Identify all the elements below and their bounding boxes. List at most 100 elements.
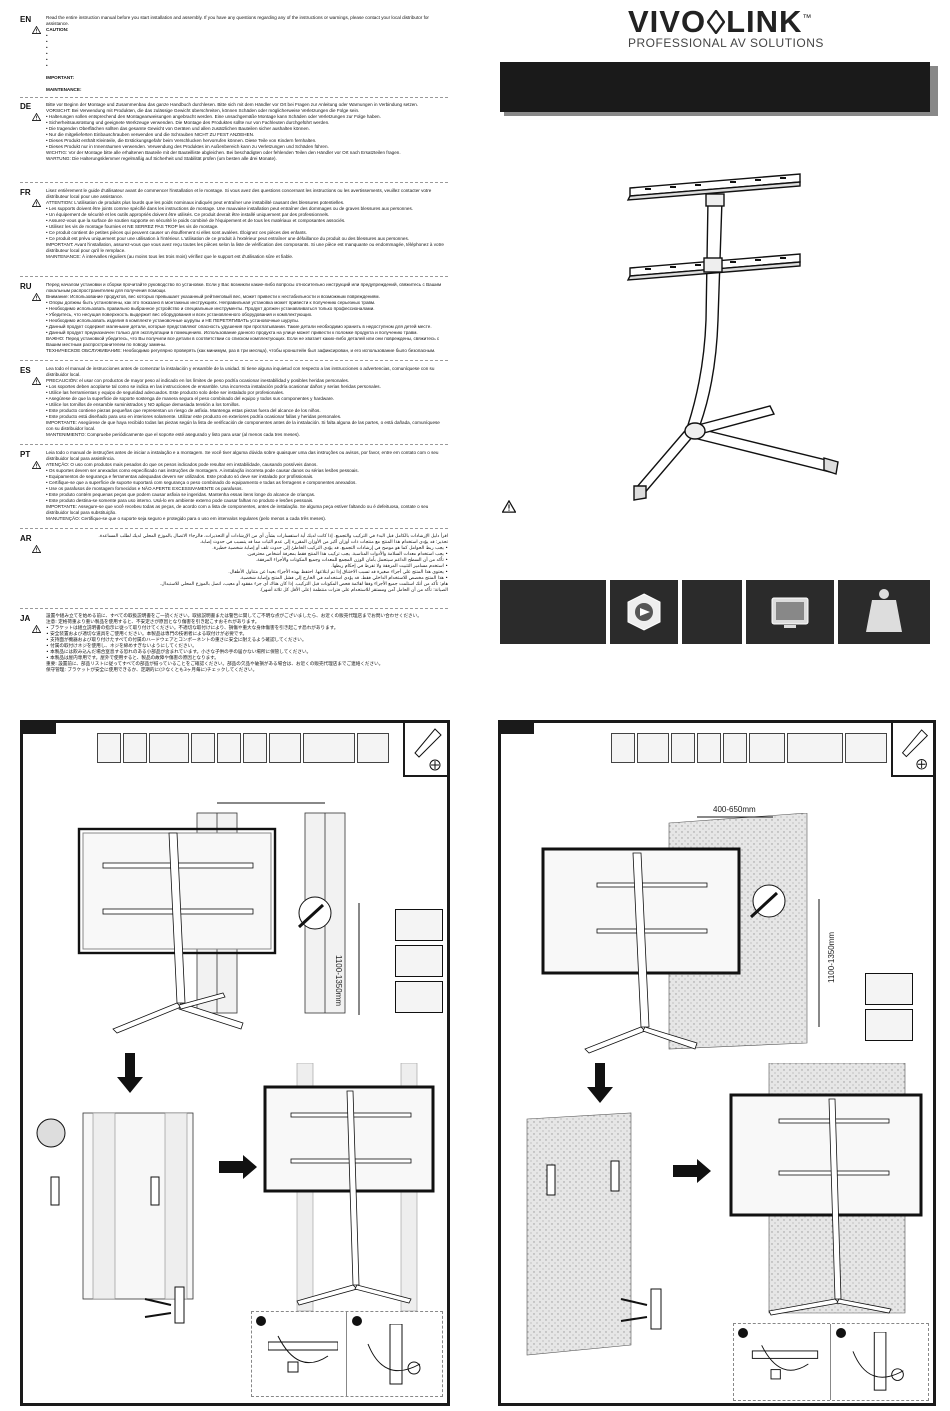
title-banner — [500, 62, 930, 112]
bullet: • — [46, 51, 48, 56]
warning-icon — [32, 377, 41, 385]
icon-panel-weight — [838, 580, 930, 644]
bullet: • — [46, 39, 48, 44]
bullet: • Este produto contém pequenas peças que… — [46, 492, 316, 497]
warning-icon — [502, 500, 516, 513]
caution-text: Внимание: Использование продуктов, вес к… — [46, 294, 380, 299]
bullet: • Опоры должны быть установлены, как это… — [46, 300, 376, 305]
lang-text: Leia todo o manual de instruções antes d… — [46, 450, 448, 522]
bullet: • 付属の取付けネジを使用し、ネジを締めすぎないようにしてください。 — [46, 644, 197, 649]
right-arrow-icon — [219, 1155, 257, 1179]
concrete-wall-installation-diagram — [541, 813, 820, 1054]
caution-text: PRECAUCIÓN: el usar con productos de may… — [46, 378, 350, 383]
detail-drill-hole — [865, 1009, 913, 1041]
maintenance-text: MANUTENÇÃO: Certifique-se que o suporte … — [46, 516, 327, 521]
intro-text: Lisez entièrement le guide d'utilisateur… — [46, 188, 432, 199]
down-arrow-icon — [587, 1063, 613, 1103]
bullet: • Certifique-se que a superfície de supo… — [46, 480, 357, 485]
trademark: ™ — [802, 12, 813, 23]
bullet: • 本製品には飲み込んだ場合窒息する恐れのある小部品が含まれています。小さな子供… — [46, 650, 312, 655]
screwdriver-box — [891, 723, 935, 777]
lang-code: AR — [20, 534, 32, 543]
completed-installation-diagram — [729, 1063, 923, 1316]
lang-block-en: EN Read the entire instruction manual be… — [20, 15, 448, 95]
concrete-wall-icon — [787, 733, 843, 763]
important-text: 重要: 設置前に、部品リストに従ってすべての部品が揃っていることをご確認ください… — [46, 662, 384, 667]
bullet: • Sicherheitsausrüstung und geeignete We… — [46, 120, 330, 125]
clip-cable-diagram — [268, 1335, 338, 1373]
maintenance-text: WARTUNG: Die Halterungsklemmer regelmäßi… — [46, 156, 277, 161]
bullet: • — [46, 57, 48, 62]
lang-code: FR — [20, 188, 31, 197]
width-dimension: 400-650mm — [713, 805, 756, 814]
caution-text: تحذير: قد يؤدي استخدام هذا المنتج مع منت… — [199, 540, 448, 545]
caution-text: ATENÇÃO: O uso com produtos mais pesados… — [46, 462, 318, 467]
icon-panel-label — [500, 580, 606, 644]
bullet: • Use os parafusos de montagem fornecido… — [46, 486, 243, 491]
warning-icon — [32, 625, 41, 633]
tv-stand-illustration — [626, 173, 839, 501]
brand-name-right: LINK — [726, 4, 803, 39]
anchor-mounting-diagram — [526, 1112, 662, 1356]
lang-text: اقرأ دليل الإرشادات بالكامل قبل البدء في… — [46, 534, 448, 594]
divider — [20, 444, 448, 445]
panel-tab — [20, 720, 56, 734]
important-text: WICHTIG: Vor der Montage bitte alle erha… — [46, 150, 401, 155]
height-dimension: 1100-1350mm — [334, 955, 343, 1006]
lang-code: RU — [20, 282, 32, 291]
wall-icon — [123, 733, 147, 763]
stud-wall-installation-diagram — [77, 802, 360, 1034]
important-text: IMPORTANTE: Asegúrese de que haya recibi… — [46, 420, 440, 431]
stud-finder-icon — [149, 733, 189, 763]
important-text: ВАЖНО: Перед установкой убедитесь, что В… — [46, 336, 440, 347]
bullet: • Assurez-vous que la surface de soutien… — [46, 218, 346, 223]
icon-panel-tv — [746, 580, 834, 644]
drill-icon — [269, 733, 301, 763]
screwdriver-box — [403, 723, 449, 777]
lang-code: ES — [20, 366, 31, 375]
bullet: • Equipamentos de segurança e ferramenta… — [46, 474, 314, 479]
bullet: • 本製品は屋内専用です。屋外で使用すると、製品の故障や傷害の原因となります。 — [46, 656, 219, 661]
bullet: • — [46, 33, 48, 38]
maintenance-text: MAINTENANCE: À intervalles réguliers (au… — [46, 254, 294, 259]
lang-text: Lisez entièrement le guide d'utilisateur… — [46, 188, 448, 260]
divider — [20, 276, 448, 277]
maintenance-text: الصيانة: تأكد من أن الحامل آمن ومستقر لل… — [259, 588, 448, 593]
hardware-icon — [97, 733, 121, 763]
caution-text: 注意: 定格荷重より重い製品を使用すると、不安定さが原因となり傷害を引き起こすお… — [46, 620, 260, 625]
bullet: • Необходимо использовать изделия в комп… — [46, 318, 300, 323]
bolt-detail-diagram — [144, 1286, 185, 1324]
lang-code: DE — [20, 102, 32, 111]
bracket-mounting-diagram — [36, 1112, 194, 1300]
icon-panel-empty — [682, 580, 742, 644]
step-marker — [738, 1328, 748, 1338]
bullet: • Os suportes devem ser anexados como es… — [46, 468, 359, 473]
detail-steps-box — [733, 1323, 929, 1401]
bullet: • استخدم مسامير التثبيت المرفقة ولا تفرط… — [331, 564, 448, 569]
bullet: • Nur die mitgelieferten Einbauschrauben… — [46, 132, 255, 137]
bullet: • Utilice las herramientas y equipo de s… — [46, 390, 285, 395]
clip-cable-diagram — [751, 1345, 819, 1380]
intro-text: اقرأ دليل الإرشادات بالكامل قبل البدء في… — [98, 534, 448, 539]
warning-icon — [32, 461, 41, 469]
detail-mark-hole — [395, 945, 443, 977]
intro-text: Lea todo el manual de instrucciones ante… — [46, 366, 435, 377]
important-text: هام: تأكد من أنك استلمت جميع الأجزاء وفق… — [159, 582, 448, 587]
right-arrow-icon — [673, 1159, 711, 1183]
wall-icon — [611, 733, 635, 763]
maintenance-heading: MAINTENANCE: — [46, 87, 82, 92]
bullet: • 支持面が機器および取り付けたすべての付属のハードウェアとコンポーネントの重さ… — [46, 638, 307, 643]
completed-installation-diagram — [263, 1063, 435, 1312]
warning-icon — [32, 545, 41, 553]
lang-code: JA — [20, 614, 31, 623]
bullet: • Die tragenden Oberflächen sollten das … — [46, 126, 310, 131]
important-text: IMPORTANTE: Assegure-se que você recebeu… — [46, 504, 429, 515]
maintenance-text: ТЕХНИЧЕСКОЕ ОБСЛУЖИВАНИЕ: Необходимо рег… — [46, 348, 436, 353]
drill-bit-icon — [845, 733, 887, 763]
divider — [346, 1312, 347, 1396]
step-marker — [836, 1328, 846, 1338]
pencil-icon — [723, 733, 747, 763]
pencil-icon — [243, 733, 267, 763]
intro-text: Leia todo o manual de instruções antes d… — [46, 450, 439, 461]
lang-text: Lea todo el manual de instrucciones ante… — [46, 366, 448, 438]
